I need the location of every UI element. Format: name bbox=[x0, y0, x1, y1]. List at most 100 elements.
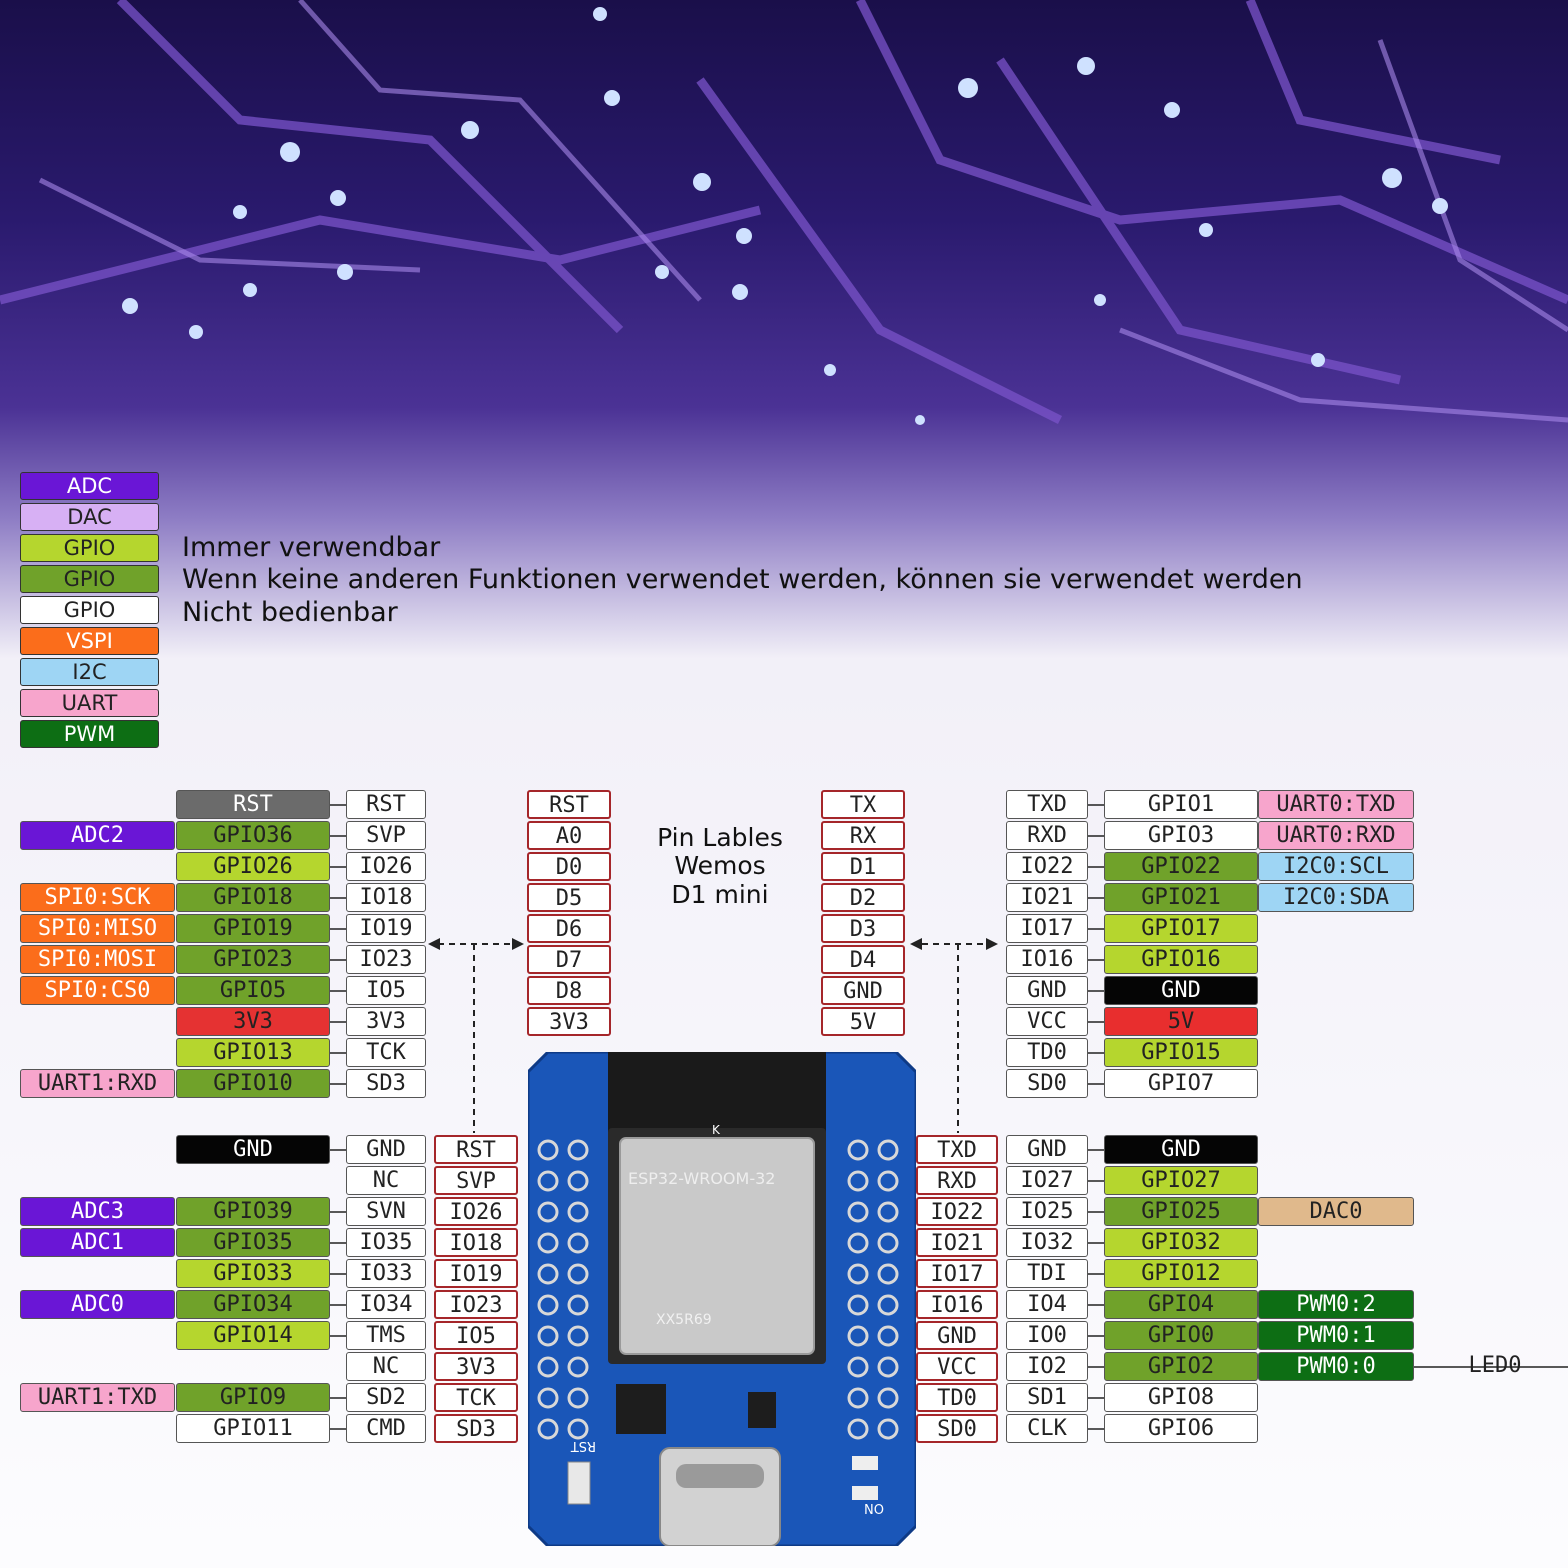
wemos-pin-label: 3V3 bbox=[527, 1007, 611, 1036]
center-title-line2: Wemos bbox=[640, 851, 800, 880]
pin-label: IO0 bbox=[1006, 1321, 1088, 1350]
func-label: ADC1 bbox=[20, 1228, 175, 1257]
wemos-pin-label: A0 bbox=[527, 821, 611, 850]
pin-label: SD0 bbox=[1006, 1069, 1088, 1098]
reset-button bbox=[568, 1462, 590, 1504]
pin-label: GND bbox=[346, 1135, 426, 1164]
func-label: UART0:TXD bbox=[1258, 790, 1414, 819]
gpio-label: GPIO39 bbox=[176, 1197, 330, 1226]
gpio-label: GPIO13 bbox=[176, 1038, 330, 1067]
gpio-label: RST bbox=[176, 790, 330, 819]
pin-label: IO23 bbox=[346, 945, 426, 974]
header-pin-label: IO26 bbox=[434, 1197, 518, 1226]
gpio-label: GPIO27 bbox=[1104, 1166, 1258, 1195]
gpio-label: GPIO4 bbox=[1104, 1290, 1258, 1319]
regulator-chip bbox=[748, 1392, 776, 1428]
pin-label: IO32 bbox=[1006, 1228, 1088, 1257]
wemos-pin-label: D3 bbox=[821, 914, 905, 943]
center-title-line1: Pin Lables bbox=[640, 823, 800, 852]
pin-label: RST bbox=[346, 790, 426, 819]
func-label: DAC0 bbox=[1258, 1197, 1414, 1226]
pin-label: NC bbox=[346, 1352, 426, 1381]
header-pin-label: IO16 bbox=[916, 1290, 998, 1319]
pin-label: TMS bbox=[346, 1321, 426, 1350]
pin-label: IO5 bbox=[346, 976, 426, 1005]
gpio-label: GPIO10 bbox=[176, 1069, 330, 1098]
legend-swatch-adc: ADC bbox=[20, 472, 159, 500]
rst-silkscreen: RST bbox=[571, 1438, 596, 1453]
gpio-label: GPIO34 bbox=[176, 1290, 330, 1319]
header-pin-label: RST bbox=[434, 1135, 518, 1164]
pin-label: IO22 bbox=[1006, 852, 1088, 881]
center-title-line3: D1 mini bbox=[640, 880, 800, 909]
wemos-pin-label: D8 bbox=[527, 976, 611, 1005]
pin-label: TDI bbox=[1006, 1259, 1088, 1288]
gpio-label: GPIO33 bbox=[176, 1259, 330, 1288]
pin-label: SVN bbox=[346, 1197, 426, 1226]
func-label: SPI0:SCK bbox=[20, 883, 175, 912]
gpio-label: GPIO21 bbox=[1104, 883, 1258, 912]
gpio-label: GPIO0 bbox=[1104, 1321, 1258, 1350]
pin-label: SD1 bbox=[1006, 1383, 1088, 1412]
pin-label: GND bbox=[1006, 1135, 1088, 1164]
func-label: PWM0:0 bbox=[1258, 1352, 1414, 1381]
legend-desc-unusable: Nicht bedienbar bbox=[182, 597, 398, 628]
wemos-pin-label: RX bbox=[821, 821, 905, 850]
gpio-label: GPIO22 bbox=[1104, 852, 1258, 881]
pin-label: CLK bbox=[1006, 1414, 1088, 1443]
gpio-label: GPIO36 bbox=[176, 821, 330, 850]
gpio-label: GPIO6 bbox=[1104, 1414, 1258, 1443]
pin-label: TD0 bbox=[1006, 1038, 1088, 1067]
pin-label: NC bbox=[346, 1166, 426, 1195]
header-pin-label: TXD bbox=[916, 1135, 998, 1164]
wemos-pin-label: TX bbox=[821, 790, 905, 819]
func-label: ADC2 bbox=[20, 821, 175, 850]
pin-label: IO25 bbox=[1006, 1197, 1088, 1226]
func-label: UART1:RXD bbox=[20, 1069, 175, 1098]
header-pin-label: TCK bbox=[434, 1383, 518, 1412]
wemos-pin-label: RST bbox=[527, 790, 611, 819]
header-pin-label: IO19 bbox=[434, 1259, 518, 1288]
gpio-label: GPIO32 bbox=[1104, 1228, 1258, 1257]
gpio-label: GPIO8 bbox=[1104, 1383, 1258, 1412]
gpio-label: GPIO19 bbox=[176, 914, 330, 943]
pin-label: VCC bbox=[1006, 1007, 1088, 1036]
func-label: PWM0:2 bbox=[1258, 1290, 1414, 1319]
gpio-label: GPIO2 bbox=[1104, 1352, 1258, 1381]
on-silkscreen: ON bbox=[864, 1500, 884, 1515]
antenna-area bbox=[608, 1052, 826, 1132]
gpio-label: GPIO35 bbox=[176, 1228, 330, 1257]
legend-swatch-uart: UART bbox=[20, 689, 159, 717]
gpio-label: GPIO9 bbox=[176, 1383, 330, 1412]
gpio-label: GND bbox=[1104, 976, 1258, 1005]
func-label: PWM0:1 bbox=[1258, 1321, 1414, 1350]
legend-desc-conditional: Wenn keine anderen Funktionen verwendet … bbox=[182, 564, 1303, 595]
gpio-label: GPIO17 bbox=[1104, 914, 1258, 943]
func-label: SPI0:MISO bbox=[20, 914, 175, 943]
gpio-label: GPIO3 bbox=[1104, 821, 1258, 850]
wemos-pin-label: D6 bbox=[527, 914, 611, 943]
func-label: I2C0:SCL bbox=[1258, 852, 1414, 881]
func-label: ADC3 bbox=[20, 1197, 175, 1226]
legend-swatch-gpio: GPIO bbox=[20, 565, 159, 593]
func-label: I2C0:SDA bbox=[1258, 883, 1414, 912]
header-pin-label: SD0 bbox=[916, 1414, 998, 1443]
pin-label: IO35 bbox=[346, 1228, 426, 1257]
header-pin-label: IO23 bbox=[434, 1290, 518, 1319]
gpio-label: GPIO18 bbox=[176, 883, 330, 912]
header-pin-label: TD0 bbox=[916, 1383, 998, 1412]
pin-label: CMD bbox=[346, 1414, 426, 1443]
header-pin-label: IO18 bbox=[434, 1228, 518, 1257]
header-pin-label: IO22 bbox=[916, 1197, 998, 1226]
pin-label: IO4 bbox=[1006, 1290, 1088, 1319]
circuit-traces bbox=[0, 0, 1568, 560]
wemos-pin-label: D4 bbox=[821, 945, 905, 974]
gpio-label: GPIO16 bbox=[1104, 945, 1258, 974]
pin-label: SD3 bbox=[346, 1069, 426, 1098]
pin-label: IO17 bbox=[1006, 914, 1088, 943]
legend-swatch-i2c: I2C bbox=[20, 658, 159, 686]
gpio-label: GPIO7 bbox=[1104, 1069, 1258, 1098]
header-pin-label: IO21 bbox=[916, 1228, 998, 1257]
pin-label: TCK bbox=[346, 1038, 426, 1067]
wemos-pin-label: D5 bbox=[527, 883, 611, 912]
